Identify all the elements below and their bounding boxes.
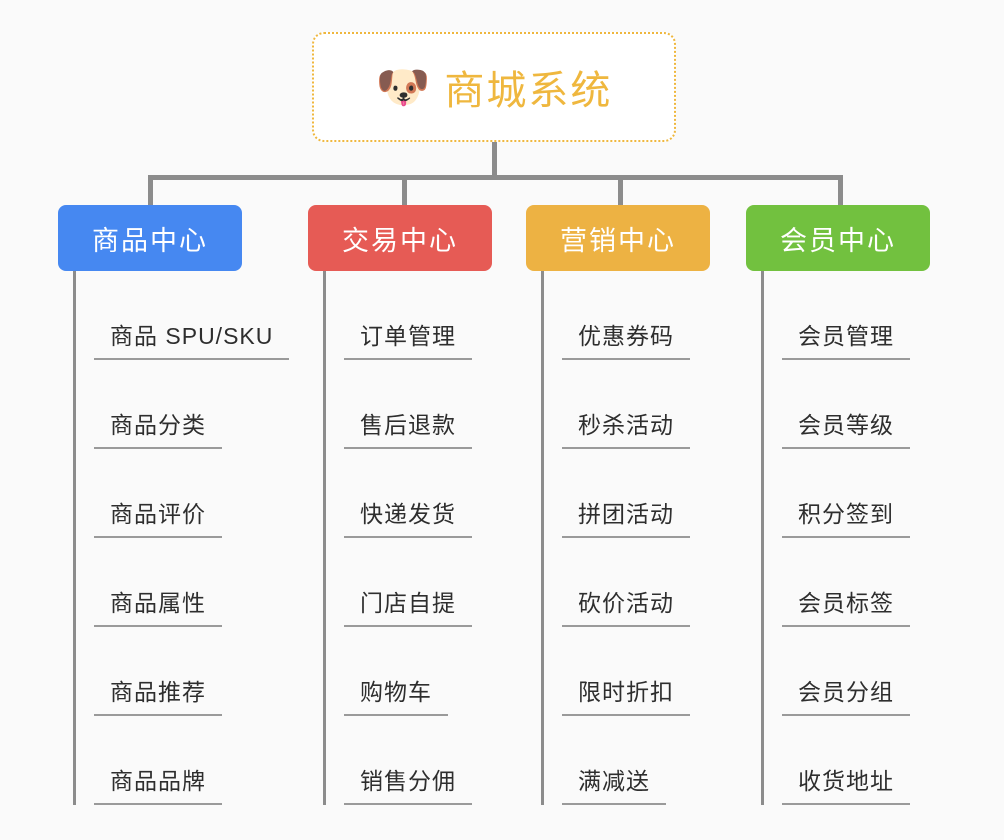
category-branch-2: 优惠券码秒杀活动拼团活动砍价活动限时折扣满减送 <box>541 271 710 805</box>
leaf-item-label: 订单管理 <box>344 317 472 360</box>
leaf-item-label: 满减送 <box>562 762 666 805</box>
leaf-item-label: 秒杀活动 <box>562 406 690 449</box>
leaf-item[interactable]: 商品品牌 <box>94 716 242 805</box>
leaf-item[interactable]: 会员管理 <box>782 271 930 360</box>
leaf-item[interactable]: 售后退款 <box>344 360 492 449</box>
leaf-item-label: 快递发货 <box>344 495 472 538</box>
category-header-0[interactable]: 商品中心 <box>58 205 242 271</box>
leaf-item-label: 门店自提 <box>344 584 472 627</box>
leaf-item-label: 会员分组 <box>782 673 910 716</box>
leaf-item-label: 商品 SPU/SKU <box>94 317 290 360</box>
root-node[interactable]: 🐶 商城系统 <box>312 32 676 142</box>
leaf-item-label: 会员标签 <box>782 584 910 627</box>
leaf-item[interactable]: 商品评价 <box>94 449 242 538</box>
leaf-item[interactable]: 快递发货 <box>344 449 492 538</box>
leaf-item[interactable]: 积分签到 <box>782 449 930 538</box>
leaf-item[interactable]: 收货地址 <box>782 716 930 805</box>
leaf-item[interactable]: 商品 SPU/SKU <box>94 271 290 360</box>
root-title: 商城系统 <box>444 69 613 113</box>
leaf-item-label: 会员管理 <box>782 317 910 360</box>
category-header-3[interactable]: 会员中心 <box>746 205 930 271</box>
leaf-item-label: 砍价活动 <box>562 584 690 627</box>
leaf-item[interactable]: 限时折扣 <box>562 627 710 716</box>
leaf-item[interactable]: 销售分佣 <box>344 716 492 805</box>
leaf-item-label: 购物车 <box>344 673 448 716</box>
category-column-1: 交易中心订单管理售后退款快递发货门店自提购物车销售分佣 <box>308 205 492 805</box>
leaf-item-label: 商品推荐 <box>94 673 222 716</box>
category-branch-1: 订单管理售后退款快递发货门店自提购物车销售分佣 <box>323 271 492 805</box>
leaf-item[interactable]: 商品属性 <box>94 538 242 627</box>
leaf-item[interactable]: 会员等级 <box>782 360 930 449</box>
leaf-item-label: 销售分佣 <box>344 762 472 805</box>
connector-horizontal-bus <box>148 175 840 180</box>
leaf-item[interactable]: 秒杀活动 <box>562 360 710 449</box>
leaf-item[interactable]: 门店自提 <box>344 538 492 627</box>
leaf-item[interactable]: 商品分类 <box>94 360 242 449</box>
leaf-item[interactable]: 订单管理 <box>344 271 492 360</box>
leaf-item[interactable]: 优惠券码 <box>562 271 710 360</box>
category-branch-0: 商品 SPU/SKU 商品分类商品评价商品属性商品推荐商品品牌 <box>73 271 290 805</box>
leaf-item-label: 商品品牌 <box>94 762 222 805</box>
category-branch-3: 会员管理会员等级积分签到会员标签会员分组收货地址 <box>761 271 930 805</box>
leaf-item-label: 收货地址 <box>782 762 910 805</box>
leaf-item-label: 商品评价 <box>94 495 222 538</box>
leaf-item-label: 会员等级 <box>782 406 910 449</box>
category-label: 营销中心 <box>560 225 676 256</box>
leaf-item[interactable]: 满减送 <box>562 716 710 805</box>
category-header-2[interactable]: 营销中心 <box>526 205 710 271</box>
leaf-item[interactable]: 商品推荐 <box>94 627 242 716</box>
leaf-item-label: 积分签到 <box>782 495 910 538</box>
category-column-2: 营销中心优惠券码秒杀活动拼团活动砍价活动限时折扣满减送 <box>526 205 710 805</box>
connector-drop-0 <box>148 175 153 209</box>
category-label: 会员中心 <box>780 225 896 256</box>
category-label: 商品中心 <box>92 225 208 256</box>
leaf-item-label: 优惠券码 <box>562 317 690 360</box>
leaf-item-label: 限时折扣 <box>562 673 690 716</box>
connector-drop-2 <box>618 175 623 209</box>
connector-drop-1 <box>402 175 407 209</box>
leaf-item-label: 拼团活动 <box>562 495 690 538</box>
leaf-item[interactable]: 会员分组 <box>782 627 930 716</box>
leaf-item[interactable]: 购物车 <box>344 627 492 716</box>
leaf-item-label: 售后退款 <box>344 406 472 449</box>
category-label: 交易中心 <box>342 225 458 256</box>
leaf-item[interactable]: 砍价活动 <box>562 538 710 627</box>
leaf-item[interactable]: 拼团活动 <box>562 449 710 538</box>
connector-drop-3 <box>838 175 843 209</box>
leaf-item[interactable]: 会员标签 <box>782 538 930 627</box>
category-column-0: 商品中心商品 SPU/SKU 商品分类商品评价商品属性商品推荐商品品牌 <box>58 205 290 805</box>
leaf-item-label: 商品分类 <box>94 406 222 449</box>
leaf-item-label: 商品属性 <box>94 584 222 627</box>
dog-face-icon: 🐶 <box>375 62 431 113</box>
category-header-1[interactable]: 交易中心 <box>308 205 492 271</box>
category-column-3: 会员中心会员管理会员等级积分签到会员标签会员分组收货地址 <box>746 205 930 805</box>
connector-root-stem <box>492 142 497 178</box>
